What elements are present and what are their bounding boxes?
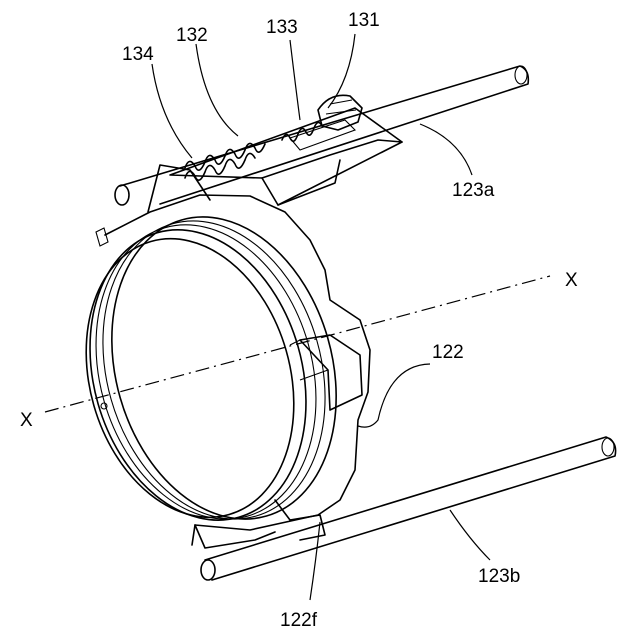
label-132: 132: [176, 25, 208, 46]
coil-spring-132: [185, 143, 265, 180]
lens: [55, 190, 371, 546]
label-123b: 123b: [478, 566, 520, 587]
label-131: 131: [348, 10, 380, 31]
label-122f: 122f: [280, 610, 318, 631]
upper-bracket: [170, 108, 402, 205]
label-123a: 123a: [452, 180, 495, 201]
label-122: 122: [432, 342, 464, 363]
label-134: 134: [122, 44, 154, 65]
lower-guide-rod: [201, 437, 616, 580]
axis-label-right: X: [565, 270, 578, 291]
axis-label-left: X: [20, 410, 33, 431]
label-133: 133: [266, 17, 298, 38]
